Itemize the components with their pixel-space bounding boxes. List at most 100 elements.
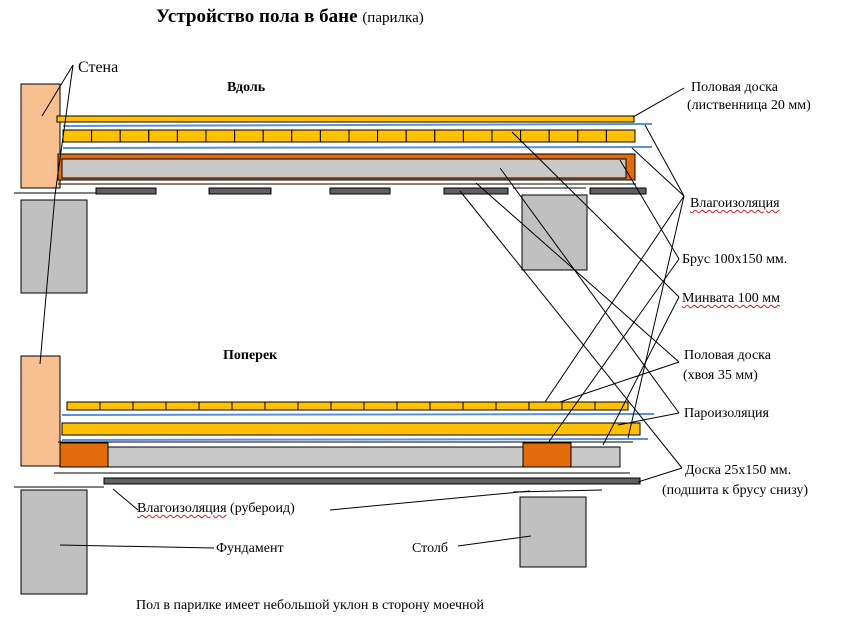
footnote: Пол в парилке имеет небольшой уклон в ст…	[136, 598, 485, 613]
label-vapor-barrier: Пароизоляция	[684, 406, 769, 421]
waterproof-film-bottom-2	[61, 438, 649, 441]
page-title: Устройство пола в бане (парилка)	[156, 6, 424, 27]
title-suffix: (парилка)	[362, 10, 424, 26]
floor-board-segment	[231, 401, 266, 411]
beam-section-left	[59, 442, 109, 468]
subfloor-board-segment	[548, 129, 579, 143]
label-mineral-wool: Минвата 100 мм	[682, 290, 780, 307]
label-subfloor-2: (хвоя 35 мм)	[683, 368, 758, 383]
leader-vapor-1	[499, 167, 680, 414]
waterproof-film-bottom-1	[61, 413, 655, 416]
subfloor-board-segment	[434, 129, 464, 143]
floor-board-segment	[297, 401, 332, 411]
subfloor-board-segment	[205, 129, 236, 143]
leader-foundation	[59, 544, 215, 549]
leader-lines	[39, 64, 685, 549]
floor-board-segment	[495, 401, 530, 411]
foundation-block-bottom	[20, 489, 88, 595]
leader-waterproof-4	[544, 195, 685, 403]
floor-board-segment	[363, 401, 398, 411]
plank-top-3	[329, 187, 391, 195]
label-waterproofing: Влагоизоляция	[690, 196, 780, 211]
label-roofing-felt: Влагоизоляция (рубероид)	[137, 500, 295, 517]
floor-board-segments-bottom	[66, 401, 629, 411]
floor-board-segment	[594, 401, 629, 411]
leader-waterproof-1	[644, 124, 685, 197]
floor-board-segment	[264, 401, 299, 411]
floor-board-segment	[132, 401, 167, 411]
leader-roofing-1	[112, 488, 139, 511]
subfloor-board-bottom	[61, 422, 641, 436]
waterproof-film-top-2	[62, 146, 653, 149]
subfloor-board-segment	[405, 129, 436, 143]
subfloor-board-segment	[62, 129, 93, 143]
leader-subfloor-1	[475, 182, 680, 363]
subfloor-board-segment	[148, 129, 178, 143]
label-floor-board-2: (лиственница 20 мм)	[687, 98, 811, 113]
leader-wool-1	[511, 131, 680, 298]
section-label-across: Поперек	[223, 348, 278, 363]
subfloor-board-segment	[119, 129, 150, 143]
subfloor-board-segment	[577, 129, 607, 143]
leader-beam-2	[547, 258, 680, 444]
leader-wall-1	[41, 64, 74, 117]
label-mineral-wool-text: Минвата 100 мм	[682, 291, 780, 306]
wall-block-bottom	[20, 355, 61, 467]
plank-top-2	[208, 187, 272, 195]
subfloor-board-segment	[176, 129, 207, 143]
leader-roofing-2	[329, 490, 531, 511]
leader-subfloor-2	[559, 361, 680, 403]
title-main: Устройство пола в бане	[156, 6, 358, 27]
leader-plank-1	[459, 190, 683, 469]
leader-vapor-2	[617, 412, 680, 426]
floor-board-segment	[330, 401, 365, 411]
subfloor-board-segments-top	[62, 129, 636, 143]
floor-board-segment	[66, 401, 101, 411]
subfloor-board-segment	[605, 129, 636, 143]
floor-board-segment	[165, 401, 200, 411]
floor-board-larch	[56, 115, 635, 123]
floor-board-segment	[99, 401, 134, 411]
floor-board-segment	[396, 401, 431, 411]
subfloor-board-segment	[348, 129, 379, 143]
floor-board-segment	[462, 401, 497, 411]
pillar-block-bottom	[519, 496, 587, 568]
mineral-wool-top	[61, 158, 627, 179]
plank-top-1	[95, 187, 157, 195]
subfloor-board-segment	[520, 129, 550, 143]
label-roofing-felt-word: Влагоизоляция	[137, 501, 227, 516]
leader-beam-1	[619, 159, 680, 260]
label-plank-1: Доска 25х150 мм.	[685, 463, 792, 478]
wall-block-top	[20, 83, 61, 189]
leader-wall-2	[54, 64, 74, 196]
label-subfloor-1: Половая доска	[684, 348, 771, 363]
label-foundation: Фундамент	[216, 541, 284, 556]
leader-wall-3	[39, 194, 56, 365]
label-pillar: Столб	[412, 541, 449, 556]
subfloor-board-segment	[377, 129, 407, 143]
plank-top-5	[589, 187, 647, 195]
plank-top-4	[443, 187, 509, 195]
leader-waterproof-3	[627, 195, 685, 439]
beam-section-right	[522, 442, 572, 468]
subfloor-board-segment	[319, 129, 350, 143]
label-wall: Стена	[78, 59, 119, 76]
leader-pillar	[457, 535, 532, 547]
waterproof-film-top-1	[62, 123, 653, 127]
subfloor-board-segment	[234, 129, 264, 143]
floor-board-segment	[198, 401, 233, 411]
plank-bottom	[103, 477, 641, 485]
subfloor-board-segment	[462, 129, 493, 143]
floor-board-segment	[528, 401, 563, 411]
leader-plank-2	[637, 467, 683, 483]
floor-board-segment	[429, 401, 464, 411]
foundation-block-top	[20, 199, 88, 294]
leader-floor-board	[632, 87, 685, 118]
label-roofing-felt-suffix: (рубероид)	[230, 501, 295, 516]
floor-board-segment	[561, 401, 596, 411]
section-label-along: Вдоль	[227, 80, 266, 95]
leader-waterproof-2	[631, 147, 685, 197]
label-plank-2: (подшита к брусу снизу)	[662, 483, 809, 498]
